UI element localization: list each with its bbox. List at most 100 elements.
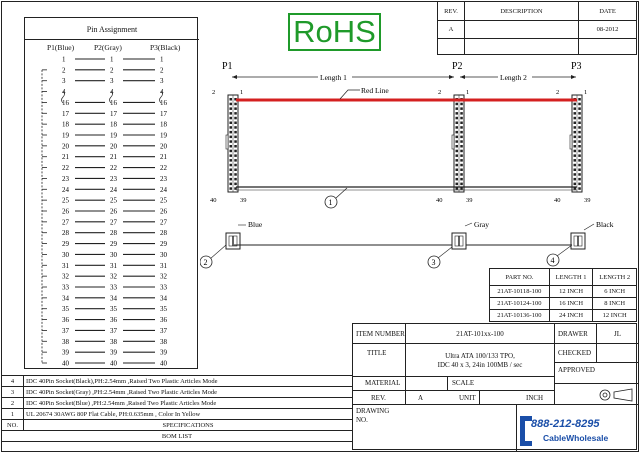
pin-number-p3: 1 — [160, 56, 164, 64]
connector-pin-label: 1 — [240, 89, 243, 96]
pin-number-p3: 26 — [160, 208, 168, 216]
lengths-header-l2: LENGTH 2 — [592, 268, 637, 286]
projection-symbol-icon — [599, 388, 633, 402]
pin-number-p3: 33 — [160, 284, 168, 292]
pin-number-p1: 2 — [62, 66, 66, 74]
break-mark — [61, 90, 65, 104]
pin-number-p2: 3 — [110, 77, 114, 85]
pin-number-p3: 28 — [160, 229, 168, 237]
bom-header-spec: SPECIFICATIONS — [23, 419, 353, 431]
unit-label: UNIT — [459, 394, 476, 402]
connector-label-p3: P3 — [571, 61, 582, 72]
pin-number-p3: 18 — [160, 121, 168, 129]
pin-number-p2: 20 — [110, 142, 118, 150]
scale-label: SCALE — [452, 379, 475, 387]
bom-spec: IDC 40Pin Socket(Gray) ,PH:2.54mm ,Raise… — [23, 386, 353, 398]
lengths-cell: 24 INCH — [548, 309, 594, 322]
unit-value: INCH — [526, 394, 544, 402]
connector-pin-label: 2 — [212, 89, 215, 96]
pin-number-p1: 38 — [62, 338, 70, 346]
pin-number-p3: 40 — [160, 360, 168, 368]
length-2-label: Length 2 — [500, 73, 527, 82]
pin-number-p3: 31 — [160, 262, 168, 270]
pin-number-p1: 21 — [62, 153, 70, 161]
pin-number-p2: 29 — [110, 240, 118, 248]
pin-assignment-title: Pin Assignment — [86, 25, 138, 34]
pin-number-p1: 26 — [62, 208, 70, 216]
pin-number-p2: 25 — [110, 197, 118, 205]
pin-number-p2: 38 — [110, 338, 118, 346]
pin-number-p1: 23 — [62, 175, 70, 183]
pin-number-p2: 30 — [110, 251, 118, 259]
pin-number-p3: 20 — [160, 142, 168, 150]
pin-number-p1: 27 — [62, 218, 70, 226]
pin-number-p3: 30 — [160, 251, 168, 259]
pin-number-p2: 16 — [110, 99, 118, 107]
pin-number-p1: 3 — [62, 77, 66, 85]
connector-pin-label: 2 — [556, 89, 559, 96]
pin-number-p2: 31 — [110, 262, 118, 270]
pin-number-p1: 31 — [62, 262, 70, 270]
connector-pin-label: 2 — [438, 89, 441, 96]
pin-number-p3: 29 — [160, 240, 168, 248]
connector-pin-label: 39 — [466, 197, 473, 204]
pin-number-p2: 39 — [110, 349, 118, 357]
length-1-label: Length 1 — [320, 73, 347, 82]
connector-pin-label: 1 — [466, 89, 469, 96]
drawer-value: JL — [614, 330, 621, 338]
logo-name: CableWholesale — [543, 433, 609, 443]
bom-no: 2 — [1, 397, 24, 409]
pin-number-p3: 2 — [160, 66, 164, 74]
pin-number-p2: 40 — [110, 360, 118, 368]
pin-number-p1: 29 — [62, 240, 70, 248]
callout-4: 4 — [551, 256, 555, 265]
pin-number-p3: 36 — [160, 316, 168, 324]
title-block: ITEM NUMBER 21AT-101xx-100 DRAWER JL TIT… — [352, 323, 638, 451]
drawer-label: DRAWER — [558, 330, 588, 338]
break-mark — [109, 90, 113, 104]
pin-number-p3: 38 — [160, 338, 168, 346]
connector-label-p2: P2 — [452, 61, 463, 72]
bom-no: 4 — [1, 375, 24, 387]
pin-number-p1: 39 — [62, 349, 70, 357]
bom-table: 4 IDC 40Pin Socket(Black),PH:2.54mm ,Rai… — [1, 375, 353, 442]
pin-number-p3: 17 — [160, 110, 168, 118]
bom-spec: IDC 40Pin Socket(Blue) ,PH:2.54mm ,Raise… — [23, 397, 353, 409]
lengths-cell: 21AT-10118-100 — [489, 285, 550, 298]
bom-no: 3 — [1, 386, 24, 398]
item-number-value: 21AT-101xx-100 — [456, 330, 504, 338]
pin-number-p2: 2 — [110, 66, 114, 74]
break-mark — [159, 90, 163, 104]
pin-col-p1: P1(Blue) — [47, 43, 75, 52]
pin-number-p3: 3 — [160, 77, 164, 85]
pin-number-p3: 19 — [160, 132, 168, 140]
pin-number-p2: 24 — [110, 186, 118, 194]
pin-number-p1: 18 — [62, 121, 70, 129]
pin-number-p1: 33 — [62, 284, 70, 292]
pin-number-p2: 32 — [110, 273, 118, 281]
lengths-cell: 12 INCH — [548, 285, 594, 298]
bom-spec: IDC 40Pin Socket(Black),PH:2.54mm ,Raise… — [23, 375, 353, 387]
lengths-cell: 6 INCH — [592, 285, 637, 298]
pin-number-p3: 35 — [160, 305, 168, 313]
pin-number-p2: 28 — [110, 229, 118, 237]
lengths-cell: 8 INCH — [592, 297, 637, 310]
pin-number-p2: 35 — [110, 305, 118, 313]
pin-number-p3: 27 — [160, 218, 168, 226]
callout-2: 2 — [204, 258, 208, 267]
lengths-cell: 12 INCH — [592, 309, 637, 322]
pin-number-p3: 21 — [160, 153, 168, 161]
pin-number-p2: 17 — [110, 110, 118, 118]
connector-pin-label: 40 — [554, 197, 561, 204]
pin-number-p1: 34 — [62, 294, 70, 302]
title-line-2: IDC 40 x 3, 24in 100MB / sec — [437, 361, 523, 369]
connector-pin-label: 39 — [584, 197, 591, 204]
drawing-no-label: DRAWING — [356, 407, 390, 415]
pin-number-p1: 25 — [62, 197, 70, 205]
pin-number-p2: 27 — [110, 218, 118, 226]
lengths-cell: 21AT-10136-100 — [489, 309, 550, 322]
pin-number-p3: 39 — [160, 349, 168, 357]
rohs-badge: RoHS — [288, 13, 381, 51]
pin-number-p2: 23 — [110, 175, 118, 183]
pin-number-p1: 32 — [62, 273, 70, 281]
